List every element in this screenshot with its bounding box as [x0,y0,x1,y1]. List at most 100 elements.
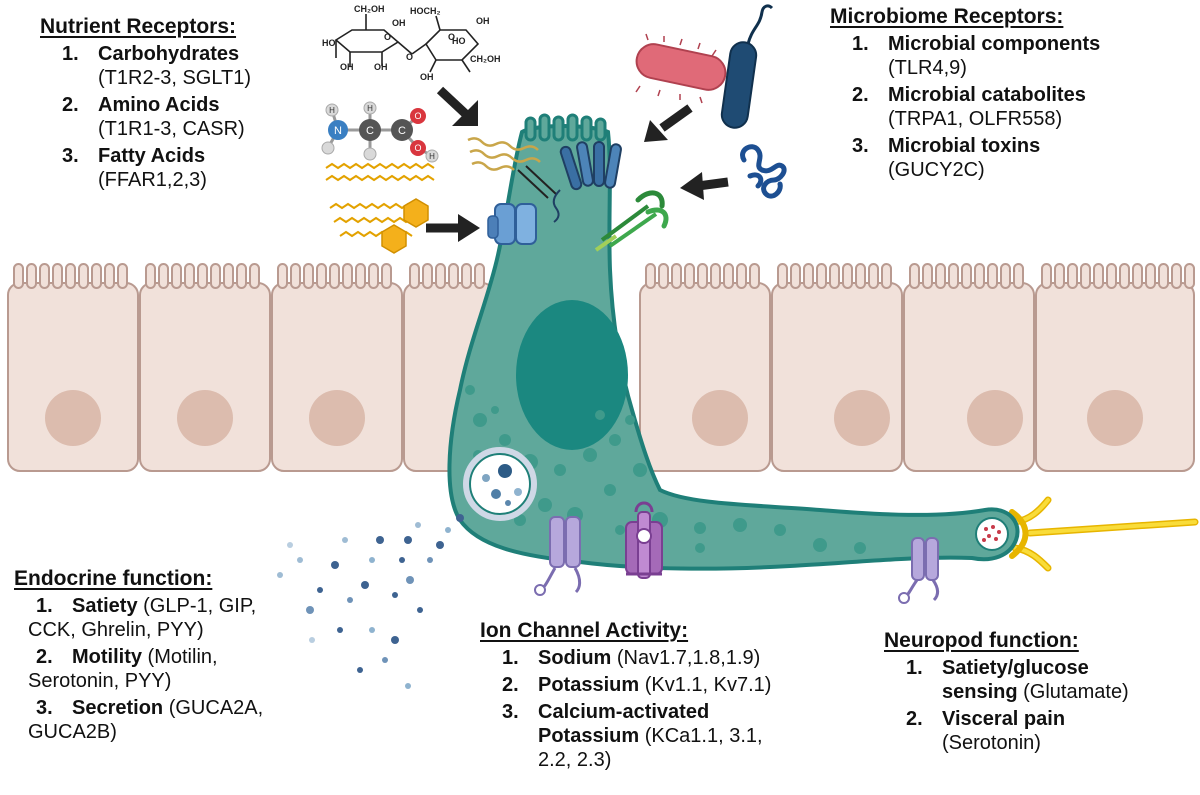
microvillus [316,263,327,289]
item-number: 1. [62,43,79,65]
microvillus [961,263,972,289]
list-item: 3.Microbial toxins(GUCY2C) [830,134,1190,182]
microvillus [171,263,182,289]
atom-h1: H [329,106,335,115]
hormone-dot [277,572,283,578]
item-detail: (FFAR1,2,3) [98,169,207,191]
tlr-receptor [594,190,669,252]
item-heading: Visceral pain [942,708,1066,730]
hormone-dot [415,522,421,528]
granule [514,514,526,526]
item-heading: Motility [72,646,142,668]
granule [465,385,475,395]
microvillus [290,263,301,289]
microvillus [1041,263,1052,289]
item-heading: Amino Acids [98,94,220,116]
hormone-dot [337,627,343,633]
hormone-dot [399,557,405,563]
microvillus [39,263,50,289]
endocrine-function-panel: Endocrine function: 1.Satiety (GLP-1, GI… [14,566,314,747]
item-number: 1. [852,33,869,55]
hormone-dot [357,667,363,673]
list-item: 2.Microbial catabolites(TRPA1, OLFR558) [830,83,1190,131]
microvillus [223,263,234,289]
item-number: 3. [502,701,519,723]
list-item: 1.Microbial components(TLR4,9) [830,32,1190,80]
microvillus [987,263,998,289]
item-detail: GUCA2B) [28,721,117,743]
item-detail: (Serotonin) [942,732,1041,754]
microvillus [671,263,682,289]
granule [609,434,621,446]
atom-c1: C [366,125,374,137]
atom-o2: O [414,143,421,153]
item-number: 2. [36,646,53,668]
item-number: 3. [852,135,869,157]
microvillus [355,263,366,289]
microbial-dna-coil [740,144,787,199]
microbiome-receptors-title: Microbiome Receptors: [830,5,1064,28]
atom-c2: C [398,125,406,137]
microvillus [1184,263,1195,289]
epithelial-cell [639,282,771,472]
nutrient-receptors-panel: Nutrient Receptors: 1.Carbohydrates(T1R2… [40,14,340,195]
item-heading: Sodium [538,647,612,669]
hormone-dot [456,514,464,522]
microvillus [1000,263,1011,289]
microbiome-receptors-list: 1.Microbial components(TLR4,9) 2.Microbi… [830,32,1190,182]
granule [554,464,566,476]
hormone-dot [361,581,369,589]
microvillus [723,263,734,289]
hormone-dot [405,683,411,689]
microvillus [78,263,89,289]
microvillus [829,263,840,289]
item-detail: (T1R1-3, CASR) [98,118,245,140]
item-heading: Satiety/glucose [942,657,1089,679]
microvillus [1067,263,1078,289]
microvillus [117,263,128,289]
microvillus [1080,263,1091,289]
hormone-dot [391,636,399,644]
hormone-dot [331,561,339,569]
sucrose-label-o-a: O [384,32,391,42]
ion-channel-sodium [534,516,582,596]
item-detail: (GUCA2A, [163,697,264,719]
microvillus [236,263,247,289]
item-detail: (T1R2-3, SGLT1) [98,67,251,89]
hormone-dot [369,627,375,633]
microvillus [1093,263,1104,289]
microvillus [816,263,827,289]
microvillus [277,263,288,289]
hormone-dot [309,637,315,643]
microvillus [777,263,788,289]
stimulus-arrow [644,104,693,142]
microvillus [935,263,946,289]
microvillus [448,263,459,289]
item-heading: Microbial catabolites [888,84,1086,106]
microvillus [303,263,314,289]
microvillus [855,263,866,289]
ion-channel-neuropod [898,537,940,604]
item-number: 1. [906,657,923,679]
sucrose-label-o-c: O [448,32,455,42]
microvillus [1013,263,1024,289]
rod-bacterium-blue [720,4,774,129]
microvillus [790,263,801,289]
granule [604,484,616,496]
neuropod-vesicle [975,517,1009,551]
item-number: 2. [502,674,519,696]
fatty-acid-molecules [325,162,435,254]
item-heading: Potassium [538,674,640,696]
microvillus [26,263,37,289]
hormone-dot [382,657,388,663]
microvillus [948,263,959,289]
sucrose-label-o-b: O [406,52,413,62]
microbiome-receptors-panel: Microbiome Receptors: 1.Microbial compon… [830,4,1190,185]
epithelial-cell [1035,282,1195,472]
epithelial-cell [903,282,1035,472]
rod-bacterium-pink [635,33,727,104]
sucrose-label-oh-d: OH [476,16,490,26]
microvillus [881,263,892,289]
